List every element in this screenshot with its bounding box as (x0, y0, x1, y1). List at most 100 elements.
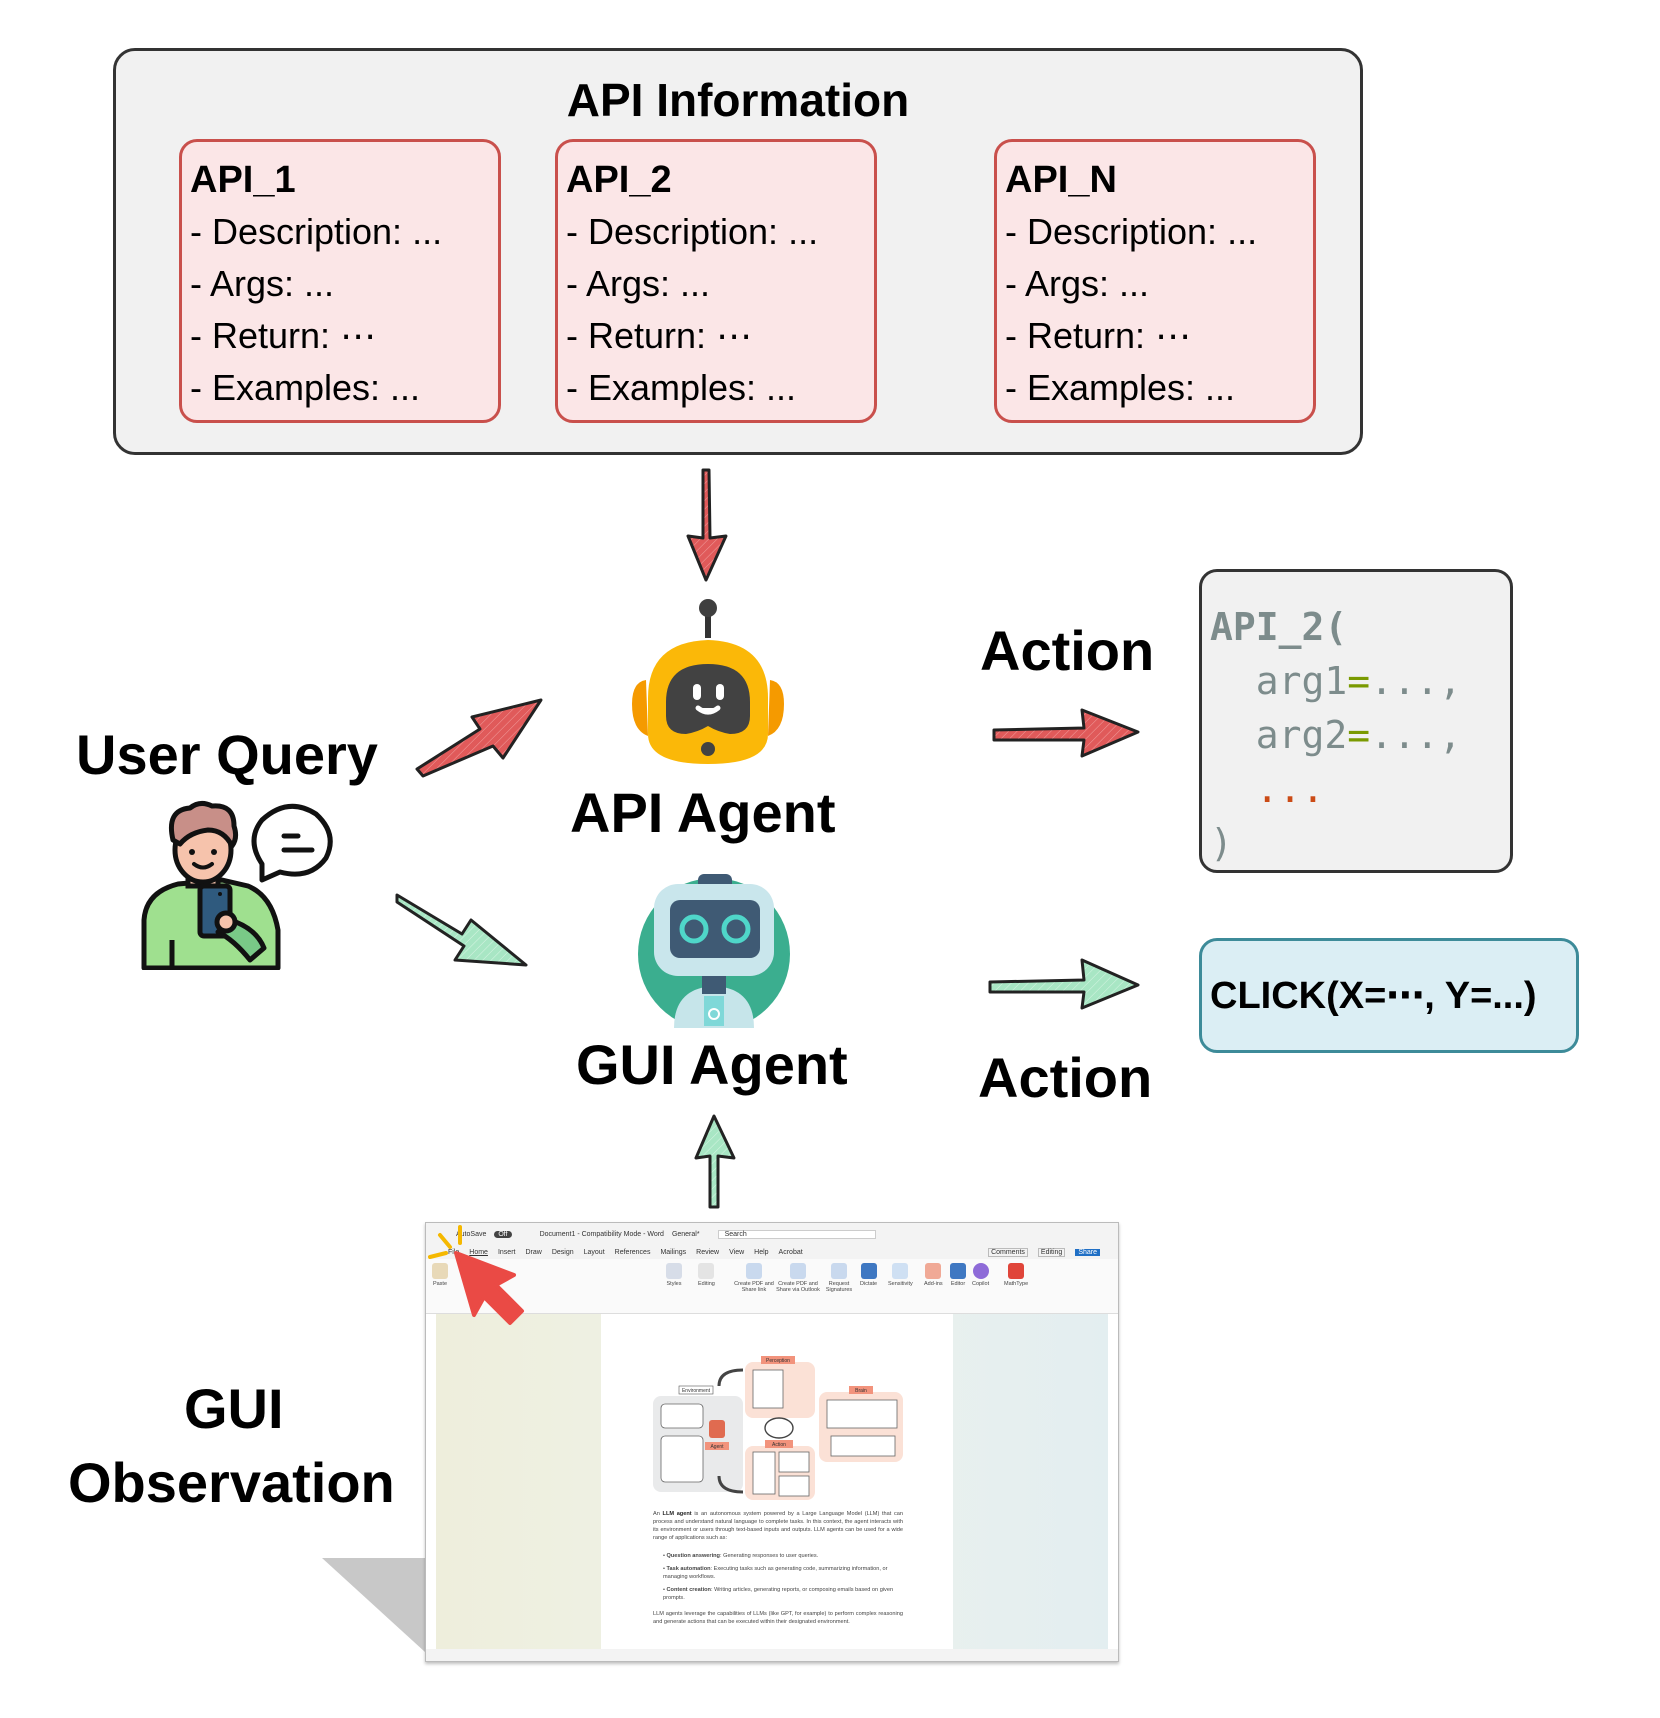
api-name: API_1 (190, 159, 296, 201)
doc-bullet-list: • Question answering: Generating respons… (663, 1552, 903, 1607)
api-return: - Return: ⋯ (566, 315, 753, 356)
autosave-toggle: Off (494, 1230, 512, 1238)
code-equals: = (1347, 659, 1371, 703)
ribbon-dictate: Dictate (860, 1263, 877, 1287)
gui-agent-label: GUI Agent (576, 1033, 848, 1096)
menu-help: Help (754, 1248, 769, 1256)
screenshot-statusbar (426, 1649, 1118, 1661)
figure-label-agent: Agent (710, 1444, 724, 1450)
arrow-user-to-api-agent (415, 698, 543, 778)
ribbon-sensitivity: Sensitivity (888, 1263, 913, 1287)
doc-bullet: • Task automation: Executing tasks such … (663, 1566, 888, 1580)
doc-paragraph-1: An LLM agent is an autonomous system pow… (653, 1511, 904, 1541)
api-description: - Description: ... (566, 211, 819, 252)
menu-view: View (729, 1248, 745, 1256)
code-arg2: arg2 (1255, 713, 1348, 757)
menu-file: File (448, 1248, 460, 1256)
screenshot-menubar: File Home Insert Draw Design Layout Refe… (426, 1245, 1118, 1259)
code-function-name: API_2( (1210, 605, 1348, 649)
ribbon-mathtype: MathType (1004, 1263, 1028, 1287)
doc-bullet: • Content creation: Writing articles, ge… (663, 1587, 894, 1601)
ribbon-request-signatures: Request Signatures (822, 1263, 856, 1293)
arrow-observation-to-gui-agent (694, 1114, 736, 1209)
api-examples: - Examples: ... (1005, 367, 1236, 408)
doc-paragraph-2: LLM agents leverage the capabilities of … (653, 1611, 903, 1625)
menu-acrobat: Acrobat (778, 1248, 803, 1256)
code-line-arg2: arg2=..., (1210, 708, 1510, 762)
code-equals: = (1347, 713, 1371, 757)
code-ellipsis: ... (1255, 767, 1325, 811)
user-query-label: User Query (76, 723, 378, 786)
menu-layout: Layout (583, 1248, 605, 1256)
ribbon-copilot: Copilot (972, 1263, 989, 1287)
figure-label-action: Action (772, 1442, 786, 1448)
figure-label-brain: Brain (855, 1388, 867, 1394)
menu-home: Home (469, 1248, 488, 1256)
document-title: Document1 - Compatibility Mode - Word (539, 1230, 664, 1238)
api-args: - Args: ... (1005, 263, 1150, 304)
api-agent-label: API Agent (570, 781, 836, 844)
api-agent-robot-icon (632, 599, 784, 764)
search-box: Search (717, 1229, 876, 1239)
menu-draw: Draw (525, 1248, 542, 1256)
api-args: - Args: ... (566, 263, 711, 304)
ribbon-add-ins: Add-ins (924, 1263, 943, 1287)
code-line-close: ) (1210, 816, 1510, 870)
menu-design: Design (551, 1248, 574, 1256)
gui-action-label: Action (978, 1046, 1153, 1109)
api-description: - Description: ... (190, 211, 443, 252)
api-name: API_2 (566, 159, 672, 201)
api-return: - Return: ⋯ (1005, 315, 1192, 356)
api-return: - Return: ⋯ (190, 315, 377, 356)
autosave-label: AutoSave (456, 1230, 487, 1238)
ribbon-create-pdf-outlook: Create PDF and Share via Outlook (776, 1263, 820, 1293)
ribbon-paste: Paste (432, 1263, 448, 1287)
code-arg1: arg1 (1255, 659, 1348, 703)
api-call-code-box: API_2( arg1=..., arg2=..., ... ) (1199, 569, 1513, 873)
code-value: ..., (1370, 713, 1462, 757)
gui-click-action-box: CLICK(X=⋯, Y=...) (1199, 938, 1579, 1053)
user-with-phone-icon (141, 800, 333, 970)
gui-agent-robot-icon (638, 874, 790, 1028)
share-button: Share (1075, 1248, 1100, 1256)
ribbon-styles: Styles (666, 1263, 682, 1287)
menu-references: References (614, 1248, 651, 1256)
gui-observation-label-line2: Observation (68, 1451, 395, 1514)
llm-agent-figure: Environment Perception Brain Agent Actio… (653, 1356, 903, 1500)
code-line-ellipsis: ... (1210, 762, 1510, 816)
api-card-2: API_2 - Description: ... - Args: ... - R… (555, 139, 877, 423)
api-examples: - Examples: ... (190, 367, 421, 408)
menu-insert: Insert (497, 1248, 516, 1256)
arrow-api-action (992, 708, 1140, 758)
sensitivity-label: General* (671, 1230, 700, 1238)
word-screenshot: AutoSave Off Document1 - Compatibility M… (425, 1222, 1119, 1662)
click-cursor-icon (428, 1225, 524, 1325)
ribbon-editor: Editor (950, 1263, 966, 1287)
click-action-code: CLICK(X=⋯, Y=...) (1210, 975, 1537, 1017)
menu-review: Review (696, 1248, 720, 1256)
api-information-title: API Information (566, 74, 910, 126)
figure-label-environment: Environment (682, 1388, 711, 1394)
api-action-label: Action (980, 619, 1155, 682)
api-examples: - Examples: ... (566, 367, 797, 408)
code-line-fn: API_2( (1210, 600, 1510, 654)
api-description: - Description: ... (1005, 211, 1258, 252)
arrow-api-info-to-api-agent (686, 468, 728, 582)
screenshot-shadow (322, 1558, 425, 1652)
document-canvas: Environment Perception Brain Agent Actio… (436, 1314, 1108, 1649)
code-line-arg1: arg1=..., (1210, 654, 1510, 708)
api-card-n: API_N - Description: ... - Args: ... - R… (994, 139, 1316, 423)
ribbon-editing: Editing (698, 1263, 715, 1287)
figure-label-perception: Perception (766, 1358, 790, 1364)
menu-mailings: Mailings (660, 1248, 687, 1256)
code-value: ..., (1370, 659, 1462, 703)
screenshot-ribbon: Paste Styles Editing Create PDF and Shar… (426, 1259, 1118, 1314)
code-close-paren: ) (1210, 821, 1233, 865)
api-information-panel: API Information API_1 - Description: ...… (113, 48, 1363, 455)
api-args: - Args: ... (190, 263, 335, 304)
comments-button: Comments (988, 1247, 1028, 1257)
ribbon-create-pdf-share: Create PDF and Share link (734, 1263, 774, 1293)
screenshot-titlebar: AutoSave Off Document1 - Compatibility M… (426, 1223, 1118, 1245)
arrow-gui-action (988, 958, 1140, 1010)
document-page: Environment Perception Brain Agent Actio… (601, 1314, 953, 1649)
